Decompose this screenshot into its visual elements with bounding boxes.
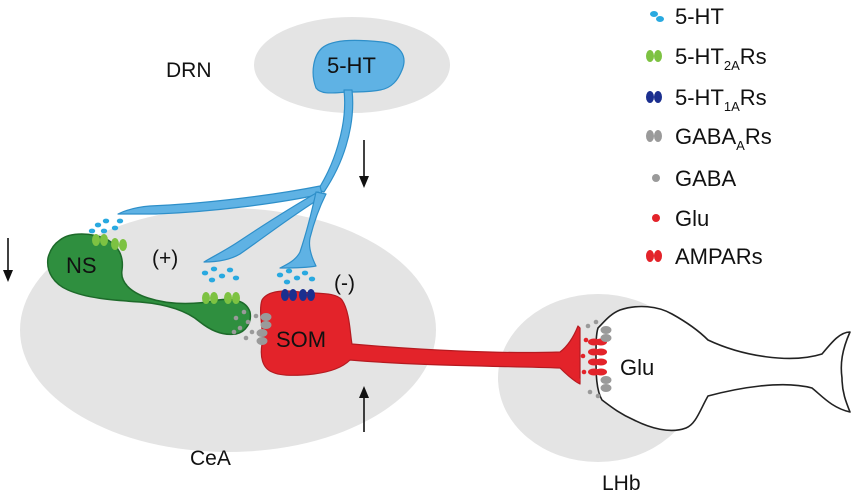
cea-label: CeA bbox=[190, 447, 231, 470]
som-gabaa-receptors bbox=[256, 313, 272, 345]
legend-label-gaba: GABA bbox=[675, 166, 736, 191]
serotonin-axon-trunk bbox=[317, 89, 354, 193]
legend-label-gabaa-receptors: GABAARs bbox=[675, 124, 772, 153]
drn-label: DRN bbox=[166, 59, 212, 82]
legend-label-5ht: 5-HT bbox=[675, 4, 724, 29]
ns-5ht2a-receptors bbox=[92, 234, 240, 304]
serotonin-neuron-label: 5-HT bbox=[327, 53, 376, 78]
serotonin-release-dots bbox=[88, 218, 316, 285]
gaba-release-dots bbox=[231, 309, 259, 341]
lhb-gabaa-receptors bbox=[600, 326, 612, 392]
serotonin-neuron bbox=[117, 39, 405, 269]
receptor-5ht1a-icon bbox=[646, 91, 662, 103]
ns-neuron bbox=[46, 233, 252, 336]
excitatory-sign: (+) bbox=[152, 247, 178, 270]
glu-release-dots bbox=[572, 337, 589, 383]
receptor-gabaa-icon bbox=[646, 130, 662, 142]
lhb-label: LHb bbox=[602, 472, 641, 495]
som-neuron bbox=[259, 290, 581, 385]
lhb-neuron-label: Glu bbox=[620, 355, 654, 380]
serotonin-branch-ns bbox=[117, 185, 323, 215]
som-5ht1a-receptors bbox=[281, 289, 315, 301]
arrow-down-drn bbox=[359, 140, 369, 188]
glu-dot-icon bbox=[652, 214, 660, 222]
legend: 5-HT 5-HT2ARs 5-HT1ARs GABAARs GABA Glu … bbox=[646, 4, 772, 269]
som-neuron-label: SOM bbox=[276, 327, 326, 352]
legend-label-5ht2a-receptors: 5-HT2ARs bbox=[675, 44, 767, 73]
serotonin-dots-icon bbox=[650, 11, 664, 22]
lhb-neuron bbox=[595, 305, 851, 432]
serotonin-branch-som bbox=[279, 191, 327, 269]
inhibitory-sign: (-) bbox=[334, 272, 355, 295]
gaba-dot-icon bbox=[652, 174, 660, 182]
legend-label-ampars: AMPARs bbox=[675, 244, 763, 269]
arrow-down-ns bbox=[3, 238, 13, 282]
lhb-gaba-dots bbox=[585, 319, 601, 399]
ns-neuron-label: NS bbox=[66, 253, 97, 278]
legend-label-glu: Glu bbox=[675, 206, 709, 231]
serotonin-branch-middle bbox=[203, 191, 325, 263]
receptor-5ht2a-icon bbox=[646, 50, 662, 62]
arrow-up-som bbox=[359, 386, 369, 432]
ampa-receptor-icon bbox=[646, 250, 662, 262]
legend-label-5ht1a-receptors: 5-HT1ARs bbox=[675, 85, 767, 114]
